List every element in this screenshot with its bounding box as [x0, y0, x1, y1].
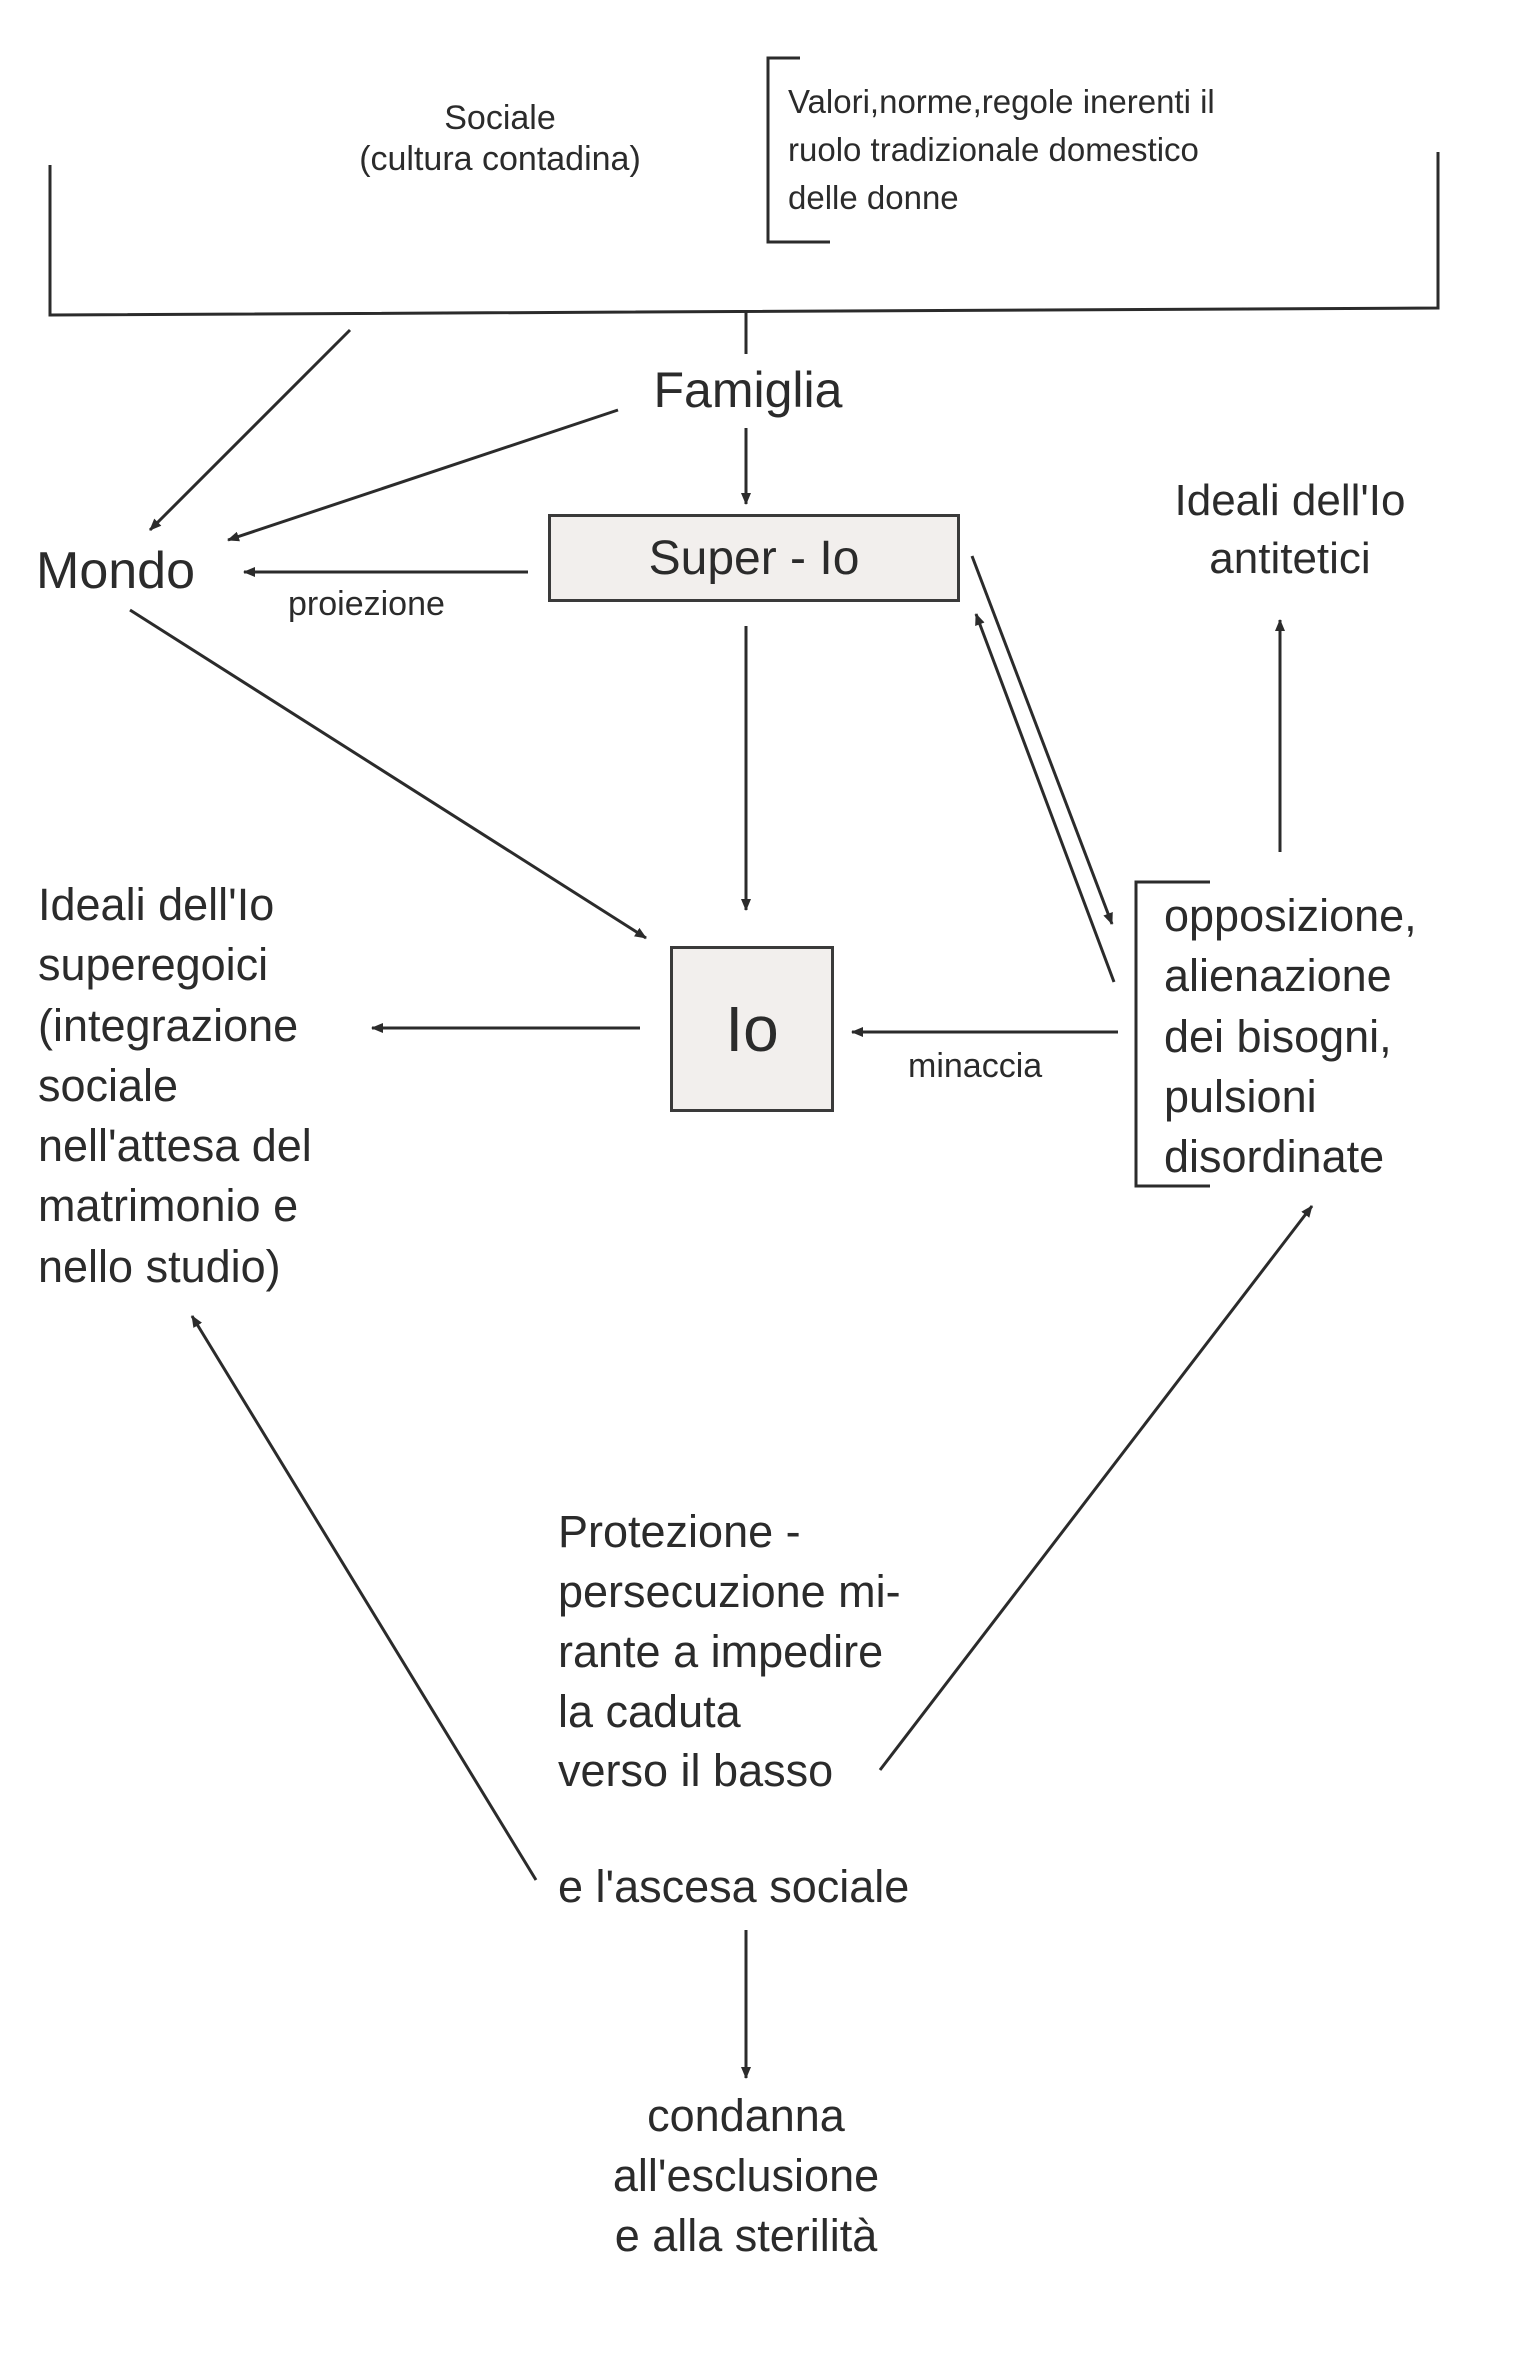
super-io-label: Super - Io — [648, 531, 860, 585]
arrow-mondo-to-io — [129, 608, 647, 940]
top-bracket — [48, 152, 1440, 317]
node-ideali-superegoici: Ideali dell'Io superegoici (integrazione… — [38, 879, 312, 1292]
opposizione-bracket — [1134, 880, 1210, 1188]
arrow-opposizione-to-superio — [974, 613, 1116, 983]
node-condanna: condanna all'esclusione e alla sterilità — [612, 2090, 880, 2261]
io-label: Io — [725, 993, 779, 1065]
node-io: Io — [670, 946, 834, 1112]
arrow-sociale-to-mondo — [148, 328, 352, 532]
node-ideali-antitetici: Ideali dell'Io antitetici — [1174, 476, 1406, 584]
node-famiglia: Famiglia — [653, 362, 843, 418]
node-sociale: Sociale (cultura contadina) — [359, 99, 641, 179]
arrow-protezione-to-opposizione — [878, 1205, 1314, 1771]
edge-label-minaccia: minaccia — [908, 1047, 1043, 1085]
node-mondo: Mondo — [36, 542, 195, 600]
arrow-famiglia-to-mondo — [227, 408, 619, 542]
node-ascesa: e l'ascesa sociale — [558, 1861, 910, 1912]
node-protezione: Protezione - persecuzione mi- rante a im… — [558, 1506, 901, 1797]
valori-bracket — [766, 56, 830, 244]
arrow-superio-to-opposizione — [970, 555, 1114, 925]
node-valori: Valori,norme,regole inerenti il ruolo tr… — [788, 83, 1215, 216]
node-super-io: Super - Io — [548, 514, 960, 602]
node-opposizione: opposizione, alienazione dei bisogni, pu… — [1164, 890, 1417, 1183]
edge-label-proiezione: proiezione — [288, 585, 445, 623]
arrow-ascesa-to-ideali-superegoici — [190, 1315, 538, 1881]
